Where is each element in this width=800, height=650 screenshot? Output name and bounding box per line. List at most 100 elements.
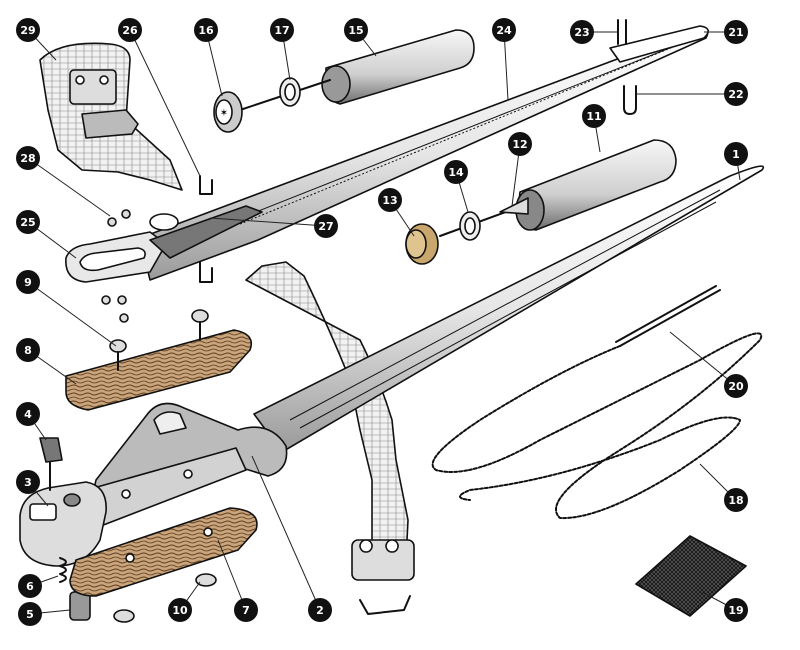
callout-7: 7 (234, 598, 258, 622)
scabbard-clip-lower (199, 261, 213, 283)
callout-badge-4 (16, 402, 40, 426)
callout-25: 25 (16, 210, 40, 234)
callout-14: 14 (444, 160, 468, 184)
handle (19, 402, 288, 567)
callout-badge-14 (444, 160, 468, 184)
callout-22: 22 (724, 82, 748, 106)
callout-number-3: 3 (24, 476, 32, 489)
nut-lower (113, 609, 135, 623)
callout-number-4: 4 (24, 408, 32, 421)
callout-19: 19 (724, 598, 748, 622)
callout-number-6: 6 (26, 580, 34, 593)
callout-badge-21 (724, 20, 748, 44)
callout-11: 11 (582, 104, 606, 128)
callout-badge-16 (194, 18, 218, 42)
cleaning-rod (615, 285, 721, 347)
callout-badge-19 (724, 598, 748, 622)
callout-28: 28 (16, 146, 40, 170)
callout-number-24: 24 (496, 24, 512, 37)
callout-15: 15 (344, 18, 368, 42)
callout-number-21: 21 (728, 26, 743, 39)
blade (253, 165, 765, 453)
callout-number-17: 17 (274, 24, 289, 37)
pull-through-cord (431, 332, 763, 520)
callout-badge-5 (18, 602, 42, 626)
callout-badge-20 (724, 374, 748, 398)
latch-button (39, 437, 63, 491)
tip-loop (623, 85, 637, 115)
callout-17: 17 (270, 18, 294, 42)
callout-29: 29 (16, 18, 40, 42)
callout-badge-27 (314, 214, 338, 238)
grip-scale-upper (65, 329, 253, 411)
callout-8: 8 (16, 338, 40, 362)
callout-23: 23 (570, 20, 594, 44)
callout-number-2: 2 (316, 604, 324, 617)
nut-upper (195, 573, 217, 587)
callout-number-20: 20 (728, 380, 744, 393)
callout-number-19: 19 (728, 604, 743, 617)
callout-20: 20 (724, 374, 748, 398)
leader-line-27 (209, 217, 327, 227)
leader-line-9 (27, 281, 117, 347)
callout-18: 18 (724, 488, 748, 512)
callout-number-22: 22 (728, 88, 743, 101)
upper-tube-assembly: ✶ (213, 29, 475, 133)
callout-number-5: 5 (26, 608, 34, 621)
callout-number-26: 26 (122, 24, 138, 37)
callout-3: 3 (16, 470, 40, 494)
callout-number-13: 13 (382, 194, 397, 207)
callout-badge-7 (234, 598, 258, 622)
callout-number-23: 23 (574, 26, 589, 39)
cleaning-patch (635, 535, 747, 617)
tip-pin (617, 19, 627, 45)
leader-line-26 (129, 29, 201, 177)
callout-12: 12 (508, 132, 532, 156)
callout-number-8: 8 (24, 344, 32, 357)
belt-hanger (39, 42, 183, 191)
callout-number-1: 1 (732, 148, 740, 161)
leader-line-28 (27, 157, 111, 217)
callout-number-28: 28 (20, 152, 35, 165)
svg-text:✶: ✶ (220, 108, 228, 119)
lower-tube-assembly (405, 139, 677, 265)
coil-spring (59, 557, 67, 583)
callout-number-10: 10 (172, 604, 188, 617)
callout-number-9: 9 (24, 276, 32, 289)
callout-number-29: 29 (20, 24, 35, 37)
callout-2: 2 (308, 598, 332, 622)
callout-number-15: 15 (348, 24, 363, 37)
callout-number-14: 14 (448, 166, 464, 179)
scabbard-clip (199, 175, 213, 195)
callout-number-27: 27 (318, 220, 333, 233)
callout-5: 5 (18, 602, 42, 626)
callout-number-18: 18 (728, 494, 743, 507)
callout-badge-24 (492, 18, 516, 42)
callout-21: 21 (724, 20, 748, 44)
grip-screws (109, 309, 209, 371)
callout-24: 24 (492, 18, 516, 42)
callout-badge-26 (118, 18, 142, 42)
leader-line-20 (669, 331, 737, 387)
callout-badge-3 (16, 470, 40, 494)
callout-number-16: 16 (198, 24, 214, 37)
callout-number-11: 11 (586, 110, 601, 123)
callout-badge-22 (724, 82, 748, 106)
callout-13: 13 (378, 188, 402, 212)
callout-1: 1 (724, 142, 748, 166)
callout-number-25: 25 (20, 216, 35, 229)
callout-badge-28 (16, 146, 40, 170)
scabbard (65, 25, 709, 283)
callout-badge-13 (378, 188, 402, 212)
rivets (101, 209, 131, 323)
callout-badge-10 (168, 598, 192, 622)
callout-6: 6 (18, 574, 42, 598)
callout-badge-17 (270, 18, 294, 42)
callout-9: 9 (16, 270, 40, 294)
callout-27: 27 (314, 214, 338, 238)
callout-badge-15 (344, 18, 368, 42)
callout-badge-8 (16, 338, 40, 362)
